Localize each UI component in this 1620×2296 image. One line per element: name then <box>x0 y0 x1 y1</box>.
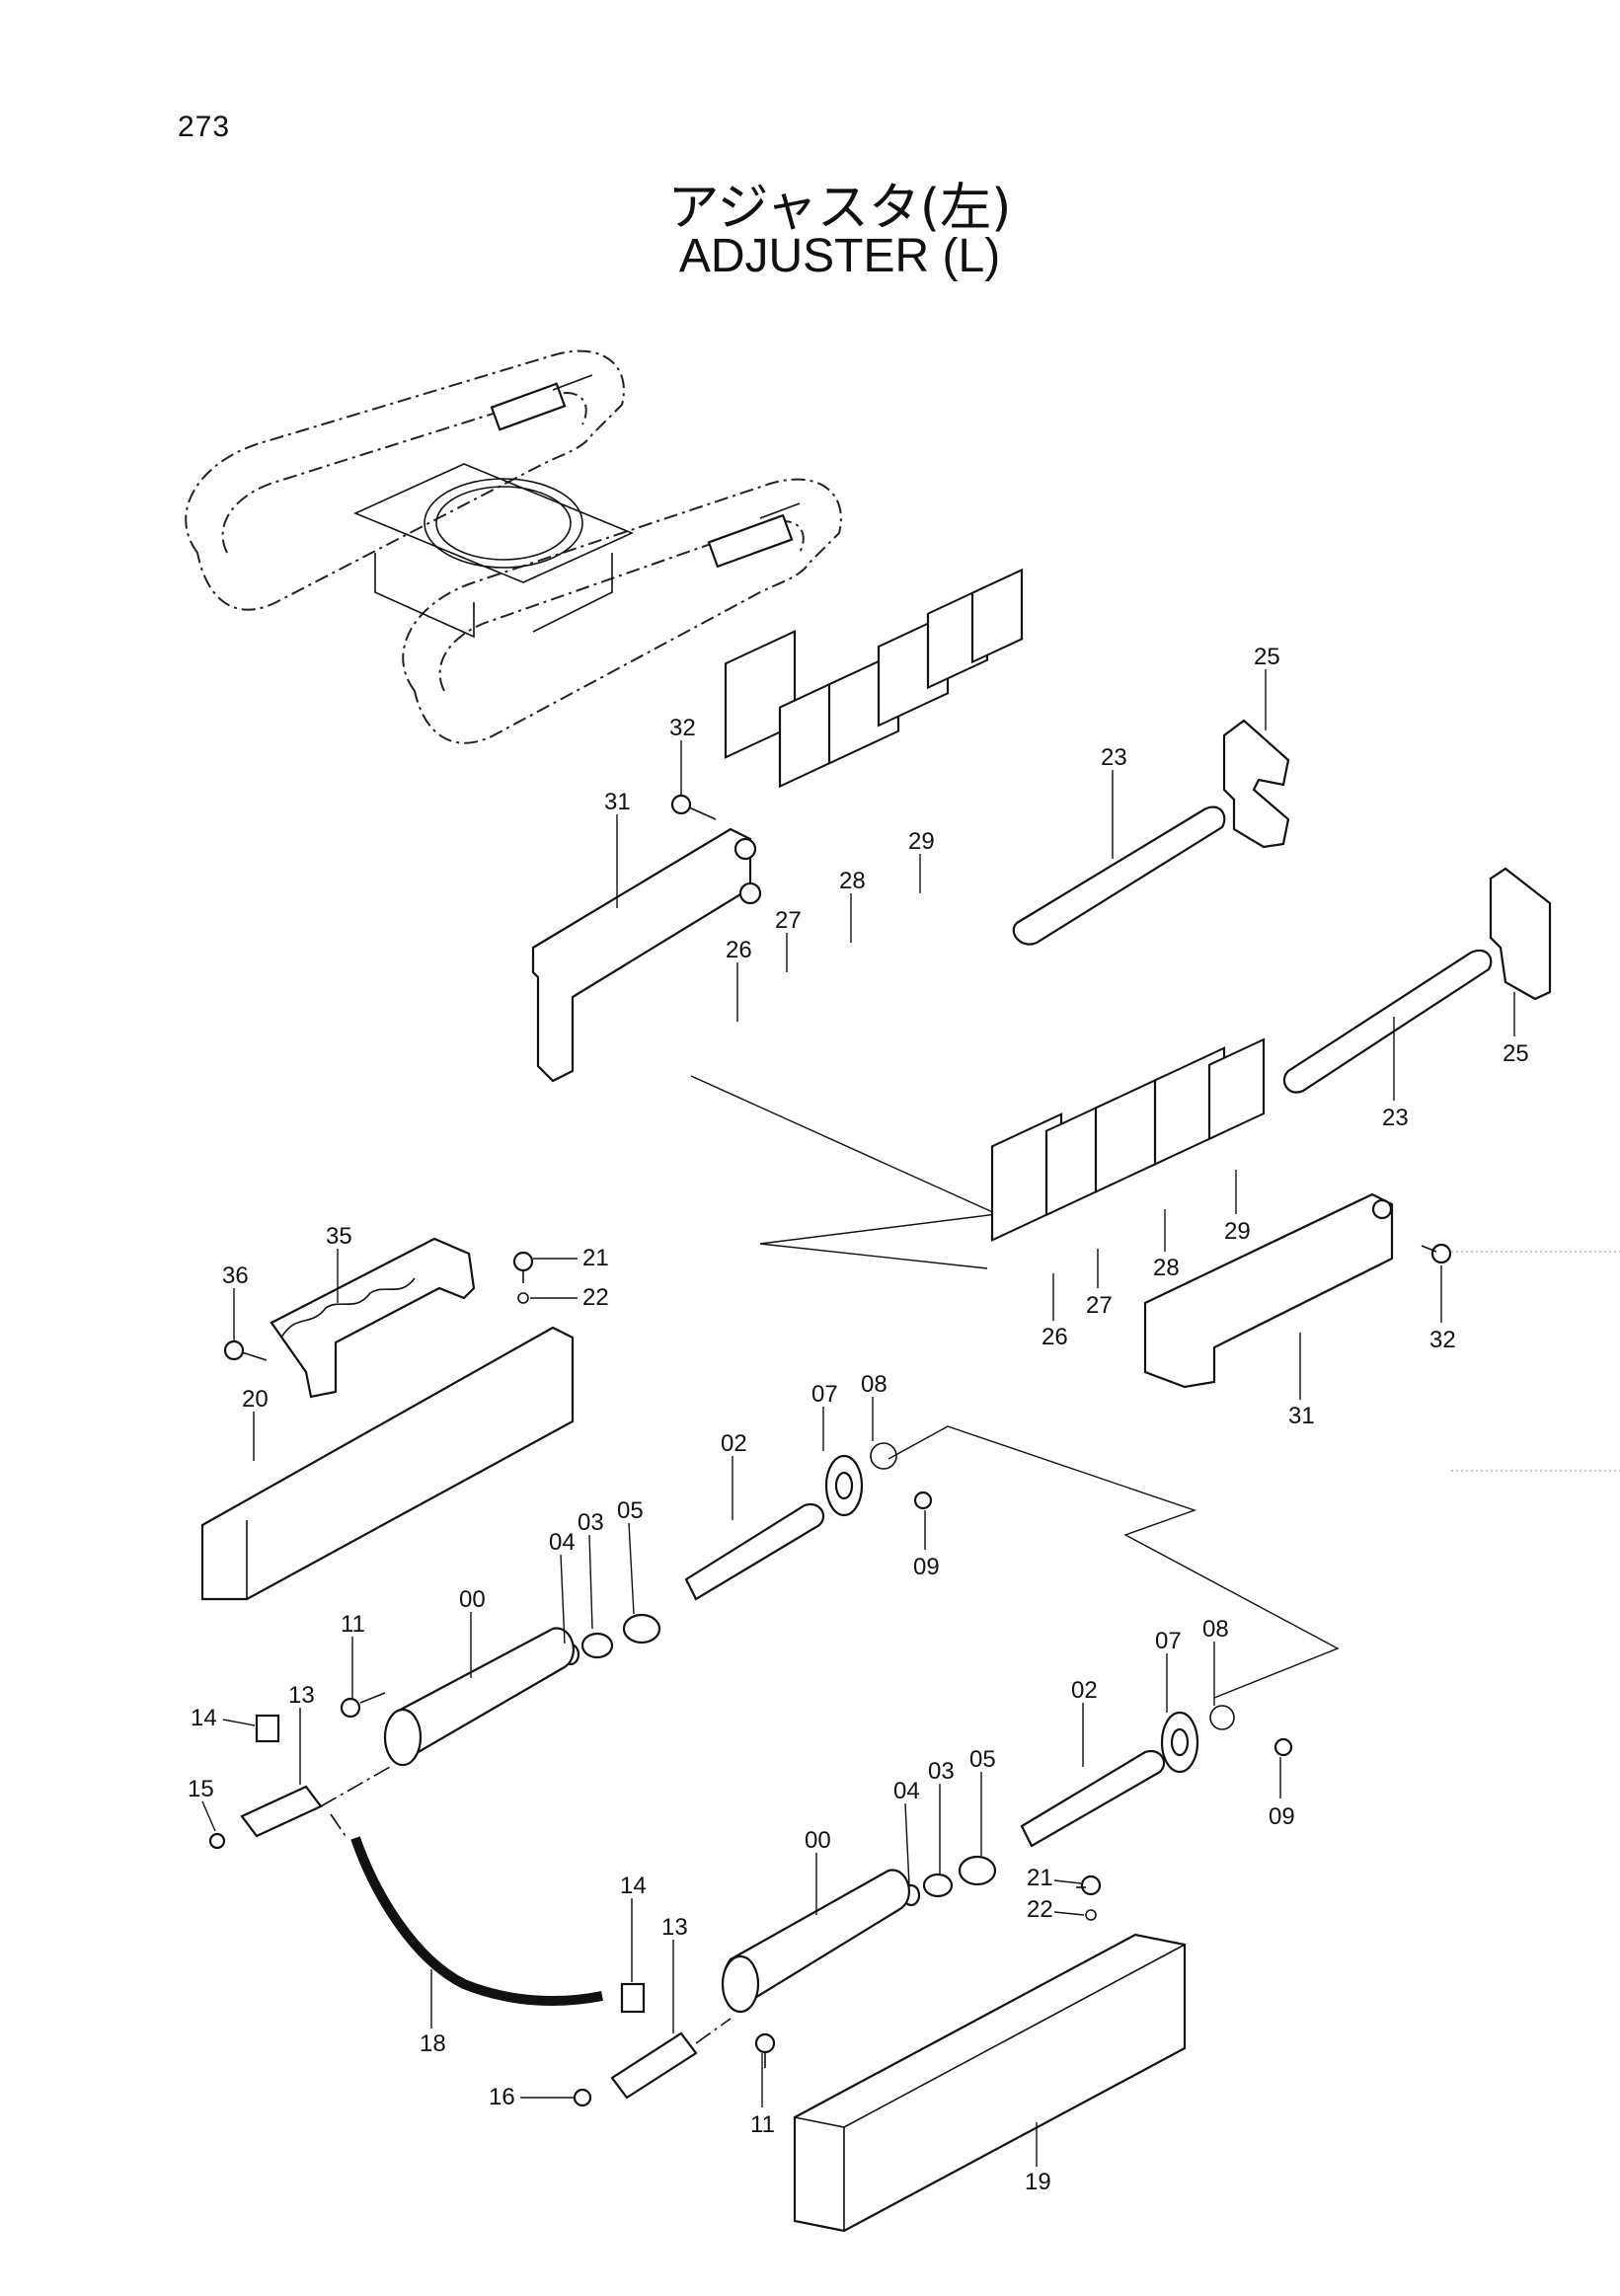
part-23-rod-upper <box>1012 805 1226 946</box>
part-22-washer-upper <box>517 1292 529 1304</box>
callout-15: 15 <box>188 1776 214 1802</box>
callout-28-upper: 28 <box>839 868 866 894</box>
callout-04-lower: 04 <box>893 1778 920 1804</box>
spring-stack-upper <box>724 568 1024 789</box>
part-14-elbow-lower <box>620 1982 646 2014</box>
part-18-hose <box>350 1836 603 2006</box>
callout-18: 18 <box>420 2030 446 2057</box>
callout-04-upper: 04 <box>549 1529 576 1556</box>
callout-03-upper: 03 <box>578 1509 604 1536</box>
callout-08-upper: 08 <box>861 1371 887 1398</box>
callout-07-lower: 07 <box>1155 1628 1182 1654</box>
callout-23-upper: 23 <box>1101 744 1127 771</box>
callout-29-lower: 29 <box>1224 1218 1251 1245</box>
callout-07-upper: 07 <box>811 1381 838 1408</box>
callout-14-lower: 14 <box>620 1873 647 1899</box>
callout-27-lower: 27 <box>1086 1292 1113 1319</box>
undercarriage-overview-drawing <box>185 349 842 744</box>
callout-09-upper: 09 <box>913 1554 940 1580</box>
part-32-bolt-upper <box>670 794 717 820</box>
title-english: ADJUSTER (L) <box>678 230 1001 282</box>
part-14-elbow-upper <box>255 1714 280 1743</box>
callout-28-lower: 28 <box>1153 1255 1180 1281</box>
part-36-bolt <box>223 1339 268 1361</box>
callout-32-lower: 32 <box>1429 1327 1456 1353</box>
part-11-bolt-lower <box>754 2032 776 2068</box>
callout-labels: 25 23 32 31 29 28 27 26 25 23 29 28 27 2… <box>188 644 1529 2195</box>
callout-29-upper: 29 <box>908 828 935 855</box>
callout-05-lower: 05 <box>969 1746 996 1773</box>
callout-27-upper: 27 <box>775 907 802 934</box>
part-31-bracket-lower <box>1143 1192 1394 1389</box>
part-21-bolt-lower <box>1076 1875 1102 1896</box>
callout-26-upper: 26 <box>726 937 752 963</box>
part-20-cover-upper <box>200 1326 575 1601</box>
callout-13-upper: 13 <box>288 1682 315 1709</box>
callout-09-lower: 09 <box>1269 1803 1295 1830</box>
part-13-fitting-upper <box>240 1785 323 1838</box>
callout-00-upper: 00 <box>459 1586 486 1613</box>
callout-19: 19 <box>1025 2169 1051 2195</box>
cylinder-assembly-upper <box>383 1442 933 1767</box>
part-23-rod-lower <box>1282 949 1493 1094</box>
part-31-bracket-upper <box>531 827 752 1083</box>
part-35-support <box>270 1237 476 1399</box>
callout-32-upper: 32 <box>669 715 696 741</box>
callout-00-lower: 00 <box>805 1827 831 1854</box>
callout-02-upper: 02 <box>721 1430 747 1457</box>
callout-25-lower: 25 <box>1503 1040 1529 1067</box>
callout-25-upper: 25 <box>1254 644 1280 670</box>
callout-13-lower: 13 <box>661 1914 688 1941</box>
part-16-plug <box>573 2088 592 2107</box>
spring-stack-lower <box>990 1037 1266 1242</box>
callout-22-lower: 22 <box>1027 1896 1053 1923</box>
callout-14-upper: 14 <box>191 1705 217 1731</box>
part-25-stopper-upper <box>1222 719 1290 849</box>
part-22-washer-lower <box>1085 1909 1097 1921</box>
callout-05-upper: 05 <box>617 1497 644 1524</box>
callout-36: 36 <box>222 1263 249 1289</box>
callout-11-upper: 11 <box>341 1611 365 1638</box>
page-number: 273 <box>178 111 231 143</box>
callout-23-lower: 23 <box>1382 1105 1409 1131</box>
part-25-stopper-lower <box>1489 867 1552 1001</box>
callout-08-lower: 08 <box>1202 1616 1229 1643</box>
part-19-cover-lower <box>793 1933 1187 2233</box>
callout-22-upper: 22 <box>582 1284 609 1311</box>
callout-26-lower: 26 <box>1041 1324 1068 1350</box>
title-japanese: アジャスタ(左) <box>667 179 1012 238</box>
callout-11-lower: 11 <box>750 2111 775 2138</box>
part-21-bolt-upper <box>512 1251 534 1283</box>
cylinder-assembly-lower <box>721 1705 1293 2014</box>
callout-31-lower: 31 <box>1288 1403 1315 1429</box>
callout-35: 35 <box>326 1223 352 1250</box>
part-32-bolt-lower <box>1421 1243 1452 1264</box>
part-15-plug <box>208 1832 226 1850</box>
callout-02-lower: 02 <box>1071 1677 1098 1704</box>
callout-20: 20 <box>242 1386 269 1413</box>
callout-16: 16 <box>489 2084 515 2110</box>
part-13-fitting-lower <box>610 2031 698 2100</box>
callout-31-upper: 31 <box>604 789 631 815</box>
callout-03-lower: 03 <box>928 1758 955 1785</box>
callout-21-upper: 21 <box>582 1245 609 1271</box>
part-11-bolt-upper <box>340 1692 386 1719</box>
callout-21-lower: 21 <box>1027 1865 1053 1891</box>
